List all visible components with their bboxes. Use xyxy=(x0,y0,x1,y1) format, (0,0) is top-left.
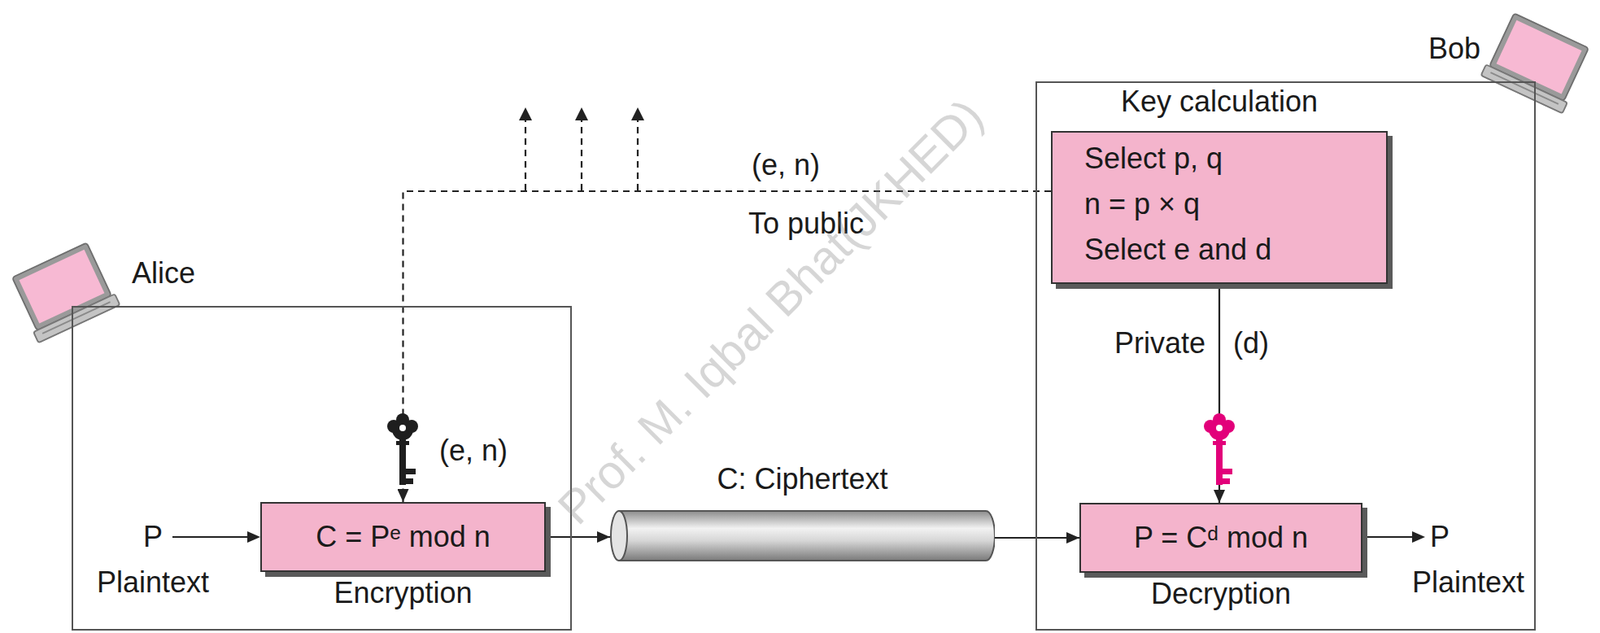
variable-name: P xyxy=(143,520,163,554)
process-name: Decryption xyxy=(1081,577,1361,611)
variable-name: P xyxy=(1429,520,1450,554)
key-calc-box: Key calculationSelect p, qn = p × qSelec… xyxy=(1050,130,1388,284)
pipe-shape xyxy=(610,510,995,562)
formula: C = Pᵉ mod n xyxy=(261,520,545,554)
private-key-icon xyxy=(1203,413,1235,485)
channel-label: C: Ciphertext xyxy=(610,462,995,496)
alice-laptop xyxy=(8,240,121,343)
channel-pipe: C: Ciphertext xyxy=(610,510,995,562)
receiver-name: Bob xyxy=(1428,32,1481,66)
sender-name: Alice xyxy=(131,257,196,290)
annotation: Plaintext xyxy=(1412,566,1525,599)
bob-laptop xyxy=(1481,11,1593,114)
annotation: Plaintext xyxy=(96,566,210,599)
decryption-box: P = Cᵈ mod nDecryption xyxy=(1079,502,1363,573)
formula: P = Cᵈ mod n xyxy=(1081,521,1361,554)
edge-label: (e, n) xyxy=(751,148,820,182)
receiver-panel: BobKey calculationSelect p, qn = p × qSe… xyxy=(1035,81,1536,631)
box-heading: Key calculation xyxy=(1052,85,1387,118)
public-arrows xyxy=(518,107,645,191)
process-name: Encryption xyxy=(261,576,545,610)
step-text: Select p, q xyxy=(1084,142,1223,175)
key-symbol: (d) xyxy=(1233,326,1269,360)
flow-arrow xyxy=(994,536,1080,539)
public-key-icon xyxy=(387,413,419,485)
key-symbol: (e, n) xyxy=(439,434,508,467)
annotation: Private xyxy=(1114,326,1206,360)
step-text: n = p × q xyxy=(1084,187,1200,221)
flow-arrow xyxy=(545,536,611,538)
step-text: Select e and d xyxy=(1084,233,1272,266)
encryption-box: C = Pᵉ mod nEncryption xyxy=(260,501,546,572)
